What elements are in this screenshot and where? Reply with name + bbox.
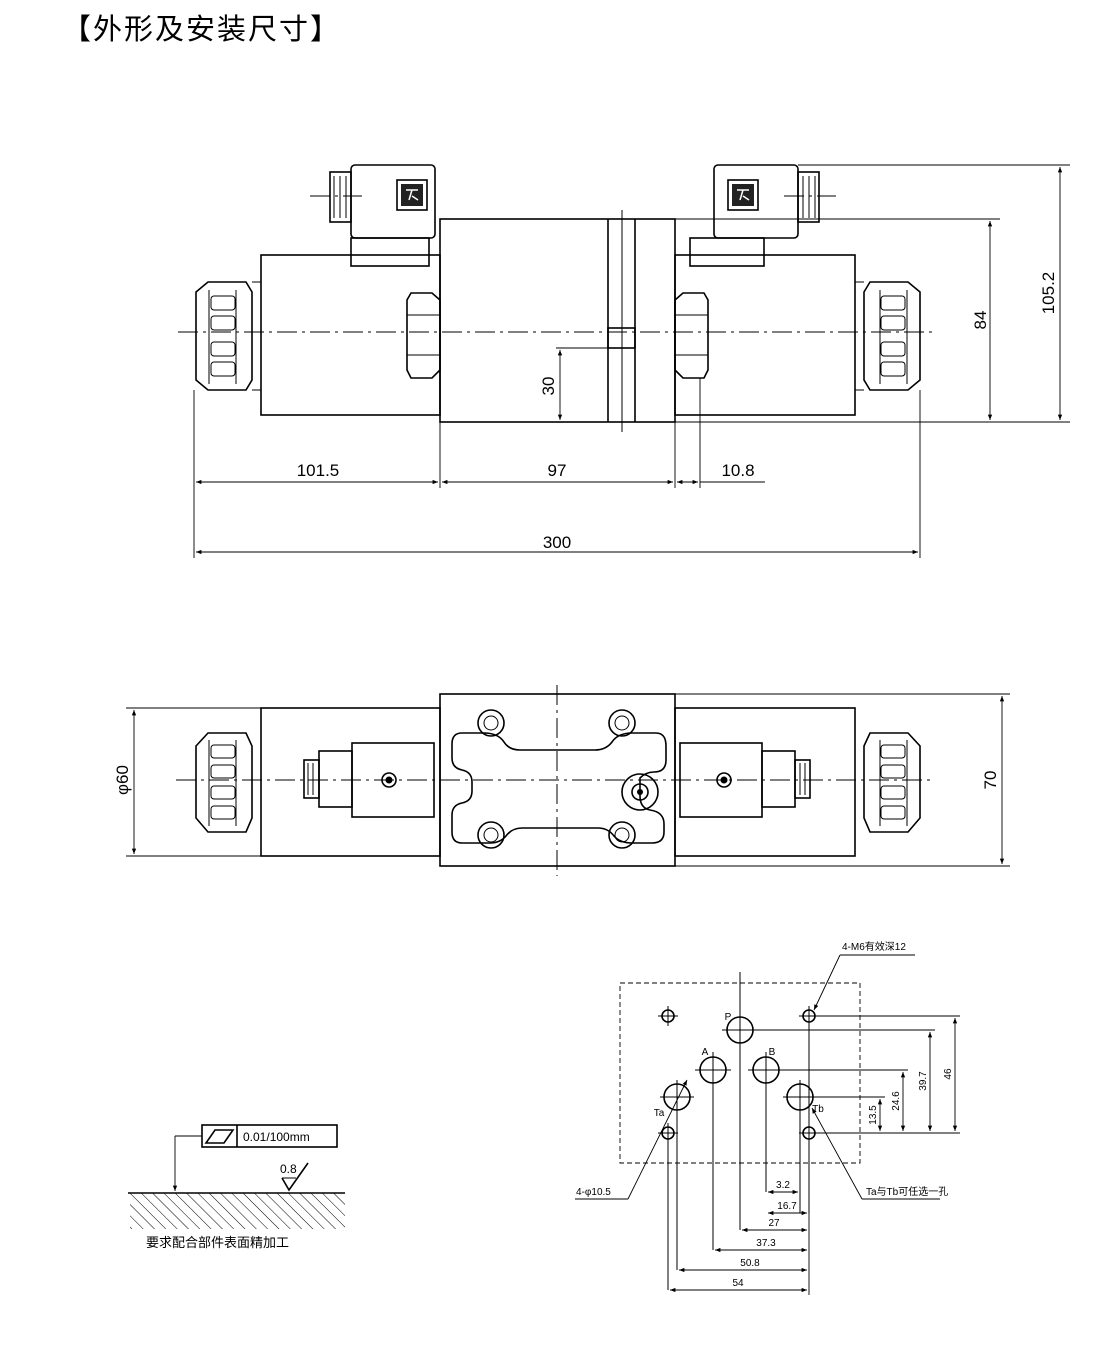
front-view: 30 84 105.2 101.5 97 10.8 300 bbox=[178, 164, 1070, 558]
dim-54: 54 bbox=[732, 1278, 744, 1289]
dim-97-label: 97 bbox=[548, 461, 567, 480]
dim-84-label: 84 bbox=[971, 311, 990, 330]
mounting-pattern: P A B Ta Tb 4-M6有效深12 4-φ10.5 Ta与Tb可任选一孔… bbox=[575, 940, 960, 1295]
top-right-coil bbox=[674, 707, 856, 857]
right-end-knob bbox=[855, 281, 921, 391]
dim-46: 46 bbox=[943, 1068, 954, 1080]
surface-requirement: 要求配合部件表面精加工 bbox=[146, 1236, 289, 1251]
port-ta-label: Ta bbox=[654, 1108, 665, 1119]
dim-39-7: 39.7 bbox=[918, 1071, 929, 1091]
hole-note: 4-φ10.5 bbox=[576, 1187, 611, 1198]
dim-phi60-label: φ60 bbox=[113, 765, 132, 795]
dim-300-label: 300 bbox=[543, 533, 571, 552]
roughness-icon bbox=[281, 1162, 309, 1192]
roughness-value: 0.8 bbox=[280, 1162, 297, 1176]
top-left-knob bbox=[195, 732, 253, 833]
left-connector-plug bbox=[329, 164, 436, 267]
dim-16-7: 16.7 bbox=[777, 1201, 797, 1212]
right-connector-plug bbox=[689, 164, 820, 267]
top-left-coil bbox=[260, 707, 441, 857]
option-note: Ta与Tb可任选一孔 bbox=[866, 1185, 948, 1198]
port-p-label: P bbox=[725, 1012, 732, 1023]
surface-finish-spec: 0.01/100mm 0.8 要求配合部件表面精加工 bbox=[128, 1124, 345, 1251]
left-hex-nut bbox=[406, 292, 441, 379]
flatness-icon bbox=[204, 1129, 235, 1144]
right-coil-body bbox=[674, 254, 856, 416]
dim-3-2: 3.2 bbox=[776, 1180, 790, 1191]
dim-50-8: 50.8 bbox=[740, 1258, 760, 1269]
port-b-label: B bbox=[769, 1047, 776, 1058]
left-coil-body bbox=[260, 254, 441, 416]
right-hex-nut bbox=[674, 292, 709, 379]
page-title: 【外形及安装尺寸】 bbox=[62, 12, 342, 46]
top-bolt-holes bbox=[477, 709, 636, 849]
thread-note: 4-M6有效深12 bbox=[842, 940, 906, 953]
left-end-knob bbox=[195, 281, 261, 391]
dim-24-6: 24.6 bbox=[891, 1091, 902, 1111]
dim-27: 27 bbox=[768, 1218, 780, 1229]
dim-10-8-label: 10.8 bbox=[721, 461, 754, 480]
dim-101-5-label: 101.5 bbox=[297, 461, 340, 480]
surface-hatch bbox=[130, 1193, 345, 1229]
dim-13-5: 13.5 bbox=[868, 1105, 879, 1125]
dim-70-label: 70 bbox=[981, 771, 1000, 790]
port-a-label: A bbox=[702, 1047, 709, 1058]
flatness-value: 0.01/100mm bbox=[243, 1130, 310, 1144]
top-right-knob bbox=[863, 732, 921, 833]
dim-37-3: 37.3 bbox=[756, 1238, 776, 1249]
dim-105-2-label: 105.2 bbox=[1039, 272, 1058, 315]
dim-30-label: 30 bbox=[539, 377, 558, 396]
top-view: φ60 70 bbox=[113, 685, 1010, 876]
port-tb-label: Tb bbox=[812, 1104, 824, 1115]
